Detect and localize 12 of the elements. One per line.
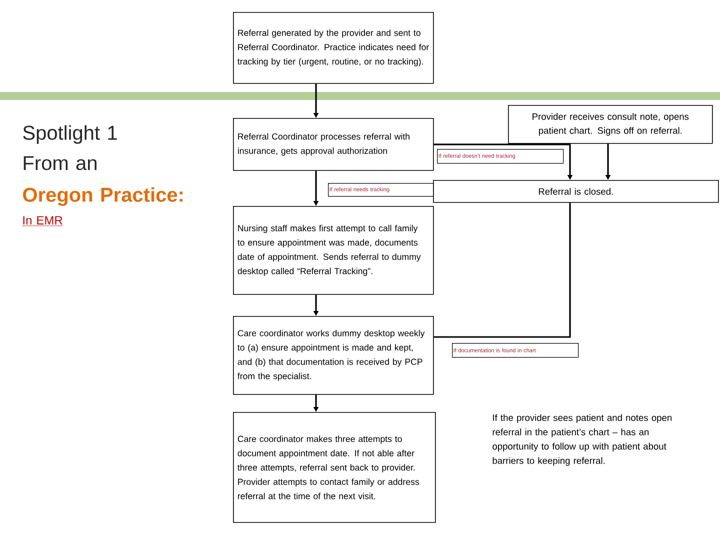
process-box: Provider receives consult note, opens patient chart. Signs off on referral. (508, 105, 713, 144)
process-box: Care coordinator makes three attempts to document appointment date. If not able after three attempts, referral sent back to provider. Provider attempts to contact family or address referral at the time of the next visit. (233, 412, 436, 523)
title-line: From an (24, 156, 96, 170)
note-text: If the provider sees patient and notes open referral in the patient’s chart – has an opportunity to follow up with patient about barriers to keeping referral. (492, 414, 672, 466)
title-line: Oregon Practice: (23, 187, 183, 206)
subtitle: In EMR (22, 216, 64, 226)
process-box: Referral generated by the provider and sent to Referral Coordinator. Practice indicates need for tracking by tier (urgent, routine, or no tracking). (233, 12, 434, 84)
process-box: Referral is closed. (433, 180, 719, 203)
process-box: Nursing staff makes first attempt to call family to ensure appointment was made, documents date of appointment. Sends referral to dummy desktop called “Referral Tracking”. (233, 206, 434, 295)
title-line: Spotlight 1 (23, 125, 117, 144)
process-box: Referral Coordinator processes referral with insurance, gets approval authorization (233, 118, 434, 171)
process-box: Care coordinator works dummy desktop weekly to (a) ensure appointment is made and kept, and (b) that documentation is received by PCP from the specialist. (233, 316, 434, 395)
